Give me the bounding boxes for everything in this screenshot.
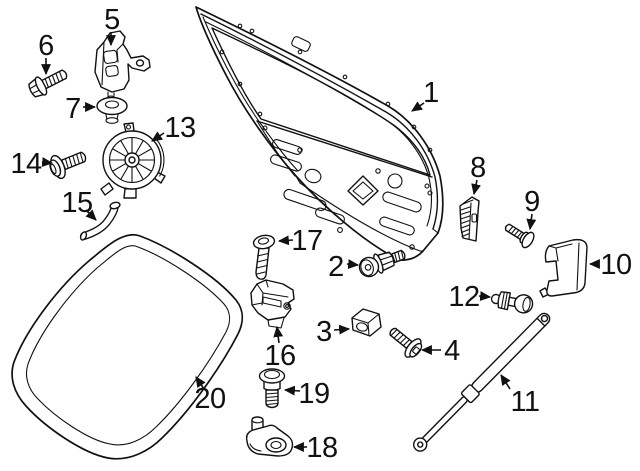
- callout-label-10: 10: [600, 249, 631, 281]
- callout-11: 11: [500, 374, 540, 418]
- callout-label-8: 8: [470, 152, 486, 184]
- callout-label-6: 6: [38, 30, 54, 62]
- callout-label-11: 11: [510, 386, 539, 418]
- callout-label-17: 17: [291, 225, 322, 257]
- part-20-weatherstrip-drawing: [11, 233, 244, 460]
- callout-label-2: 2: [328, 251, 344, 283]
- callout-label-15: 15: [61, 187, 92, 219]
- callout-label-1: 1: [423, 77, 439, 109]
- part-18-striker-bracket-drawing: [245, 416, 294, 457]
- part-10-cover-drawing: [539, 238, 588, 298]
- callout-5: 5: [104, 4, 120, 47]
- part-6-bolt-drawing: [28, 69, 68, 98]
- leader-arrow-14: [41, 157, 54, 167]
- callout-13: 13: [151, 112, 196, 144]
- part-16-latch-drawing: [250, 279, 295, 329]
- part-14-screw-drawing: [49, 151, 87, 180]
- callout-7: 7: [65, 93, 97, 125]
- callout-3: 3: [316, 316, 351, 348]
- leader-arrow-8: [471, 179, 481, 196]
- callout-label-7: 7: [65, 93, 81, 125]
- leader-arrow-11: [500, 374, 511, 390]
- callout-19: 19: [283, 378, 330, 410]
- part-19-bolt-drawing: [258, 368, 286, 409]
- callout-17: 17: [277, 225, 323, 257]
- leader-arrow-12: [478, 291, 492, 302]
- callout-label-19: 19: [298, 378, 329, 410]
- part-1-liftgate-panel-drawing: [195, 6, 444, 261]
- part-8-spacer-drawing: [459, 196, 480, 242]
- callout-4: 4: [420, 335, 461, 367]
- callout-15: 15: [61, 187, 97, 221]
- leader-arrow-15: [85, 209, 97, 221]
- leader-arrow-9: [526, 213, 537, 231]
- leader-arrow-3: [333, 324, 351, 335]
- leader-arrow-13: [151, 131, 165, 142]
- leader-arrow-16: [273, 325, 284, 344]
- callout-16: 16: [264, 325, 296, 372]
- callout-label-3: 3: [316, 316, 332, 348]
- callout-6: 6: [38, 30, 54, 76]
- callout-label-14: 14: [10, 148, 42, 180]
- callout-label-9: 9: [524, 186, 540, 218]
- part-13-latch-actuator-drawing: [100, 122, 166, 199]
- leader-arrow-2: [346, 259, 360, 270]
- part-9-screw-drawing: [504, 223, 535, 249]
- callout-2: 2: [328, 251, 360, 283]
- part-11-gas-strut-drawing: [413, 312, 551, 452]
- callout-label-4: 4: [444, 335, 460, 367]
- part-12-ball-stud-drawing: [490, 291, 534, 314]
- part-2-stud-drawing: [358, 249, 406, 278]
- leader-arrow-20: [195, 376, 206, 390]
- callout-label-16: 16: [264, 340, 295, 372]
- callouts: 1 2 3 4 5 6 7 8: [10, 4, 632, 464]
- callout-label-13: 13: [164, 112, 195, 144]
- leader-arrow-17: [277, 235, 294, 246]
- callout-18: 18: [292, 432, 338, 464]
- callout-label-12: 12: [448, 281, 479, 313]
- part-3-bumper-drawing: [351, 308, 382, 337]
- callout-10: 10: [588, 249, 632, 281]
- part-7-grommet-drawing: [96, 96, 128, 124]
- callout-label-20: 20: [194, 383, 225, 415]
- callout-9: 9: [524, 186, 540, 231]
- callout-14: 14: [10, 148, 54, 180]
- leader-arrow-1: [411, 101, 425, 112]
- callout-label-18: 18: [306, 432, 337, 464]
- callout-1: 1: [411, 77, 439, 112]
- part-15-hose-drawing: [79, 201, 121, 241]
- callout-label-5: 5: [104, 4, 120, 36]
- part-4-screw-drawing: [389, 327, 423, 358]
- part-5-hinge-bracket-drawing: [94, 30, 151, 101]
- callout-20: 20: [194, 376, 226, 415]
- leader-arrow-19: [283, 385, 301, 396]
- callout-8: 8: [470, 152, 486, 196]
- callout-12: 12: [448, 281, 492, 313]
- part-17-screw-drawing: [252, 234, 276, 280]
